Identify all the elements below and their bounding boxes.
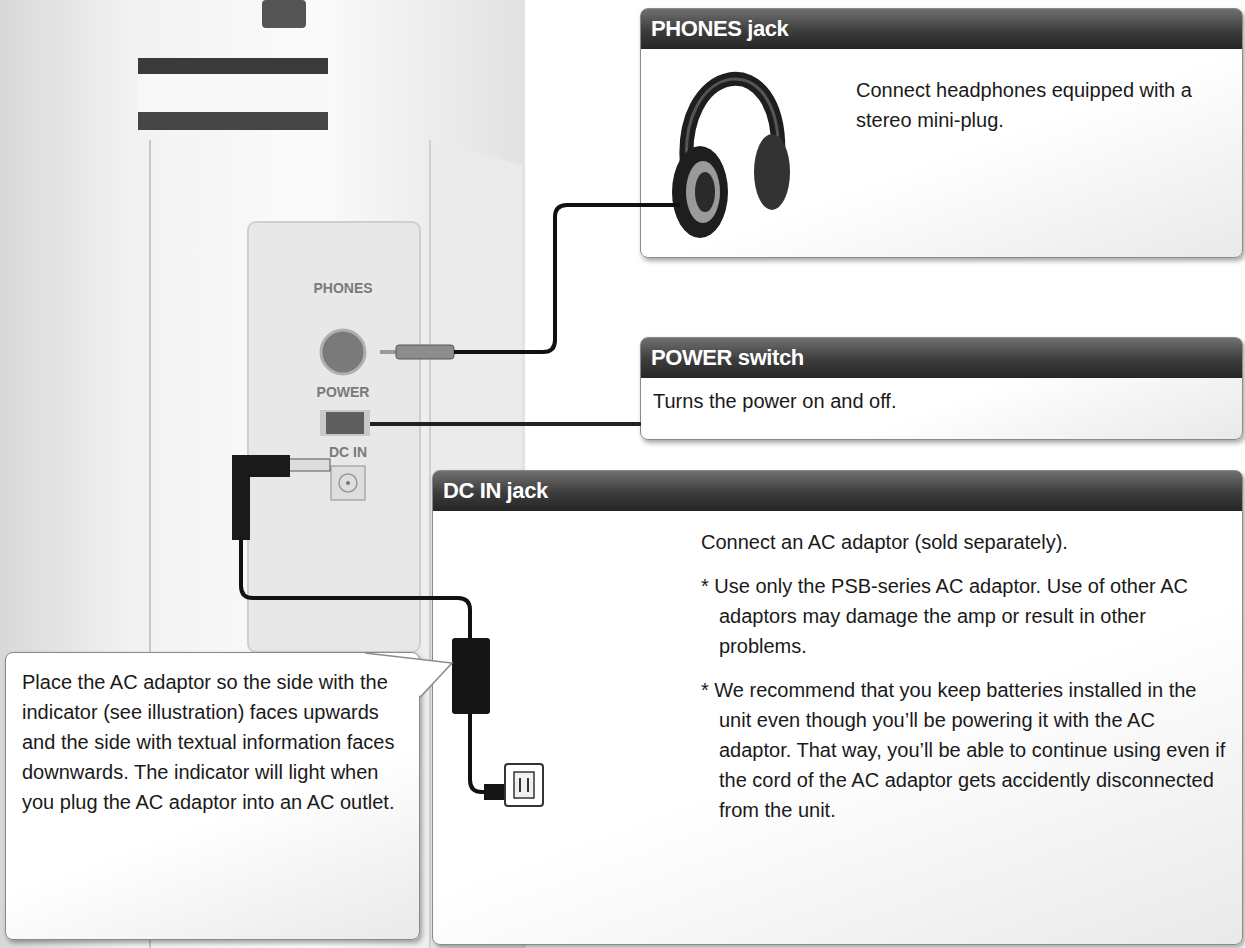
headphone-cup — [754, 134, 790, 210]
ac-outlet — [505, 764, 543, 806]
note-text: * Use only the PSB-series AC adaptor. Us… — [701, 571, 1231, 661]
phones-jack — [321, 330, 365, 374]
ac-plug — [484, 784, 506, 800]
dc-in-jack — [346, 481, 350, 485]
dc-in-jack — [339, 474, 357, 492]
power-switch — [320, 410, 370, 436]
amp-knob — [262, 0, 306, 28]
box-body: Connect an AC adaptor (sold separately).… — [701, 527, 1231, 839]
note-box: Place the AC adaptor so the side with th… — [5, 652, 420, 940]
box-heading: POWER switch — [641, 338, 1242, 378]
phones-cable — [454, 205, 680, 352]
phones-plug — [396, 345, 454, 359]
headphone-cup — [695, 172, 715, 212]
jack-label: PHONES — [313, 280, 372, 296]
callout-pointer — [365, 653, 452, 697]
box-body: Place the AC adaptor so the side with th… — [22, 667, 407, 831]
headphone-band — [686, 79, 778, 175]
box-body: Turns the power on and off. — [653, 386, 1233, 430]
switch-label: POWER — [317, 384, 370, 400]
callout-box: POWER switchTurns the power on and off. — [640, 337, 1243, 440]
dc-plug — [288, 459, 330, 471]
body-text: Connect headphones equipped with a stere… — [856, 75, 1236, 135]
amp-slot — [138, 58, 328, 74]
jack-label: DC IN — [329, 444, 367, 460]
amp-edge — [429, 140, 431, 948]
amp-slot — [138, 74, 328, 112]
callout-box: DC IN jackConnect an AC adaptor (sold se… — [432, 470, 1243, 945]
adaptor-cable — [470, 714, 486, 792]
box-heading: DC IN jack — [433, 471, 1242, 511]
ac-adaptor — [452, 638, 490, 714]
ac-outlet — [519, 778, 521, 792]
ac-outlet — [527, 778, 529, 792]
jack-panel — [248, 222, 420, 652]
dc-in-jack — [331, 466, 365, 500]
leader-line — [370, 422, 641, 426]
adaptor-cable — [241, 540, 470, 640]
callout-box: PHONES jackConnect headphones equipped w… — [640, 8, 1243, 258]
dc-plug — [232, 455, 290, 540]
amp-slot — [138, 112, 328, 130]
phones-plug — [380, 350, 396, 354]
headphone-cup — [672, 146, 728, 238]
ac-outlet — [514, 772, 534, 798]
callout-pointer — [365, 654, 452, 696]
box-body: Connect headphones equipped with a stere… — [856, 75, 1236, 149]
headphone-band — [686, 79, 778, 175]
box-heading: PHONES jack — [641, 9, 1242, 49]
power-switch — [326, 412, 364, 434]
body-text: Turns the power on and off. — [653, 386, 1233, 416]
body-text: Place the AC adaptor so the side with th… — [22, 667, 407, 817]
body-text: Connect an AC adaptor (sold separately). — [701, 527, 1231, 557]
note-text: * We recommend that you keep batteries i… — [701, 675, 1231, 825]
headphone-cup — [686, 161, 720, 223]
